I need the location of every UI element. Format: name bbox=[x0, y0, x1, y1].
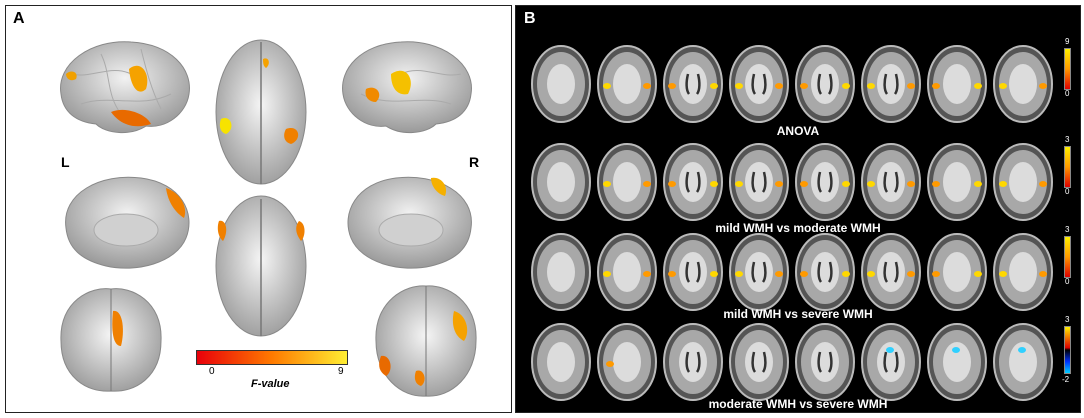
brain-lateral-right bbox=[342, 41, 472, 133]
axial-slice bbox=[531, 143, 591, 221]
axial-slice bbox=[861, 143, 921, 221]
panel-a-brain-renderings: A L R bbox=[5, 5, 512, 413]
brain-medial-left bbox=[65, 176, 190, 269]
axial-slice bbox=[597, 45, 657, 123]
axial-slice bbox=[861, 45, 921, 123]
axial-slice bbox=[927, 143, 987, 221]
brain-dorsal-view bbox=[215, 39, 307, 185]
brain-ventral-view bbox=[215, 195, 307, 337]
row1-cb-max: 9 bbox=[1065, 37, 1070, 46]
row-label-anova: ANOVA bbox=[776, 124, 820, 138]
brain-medial-right bbox=[347, 176, 472, 269]
axial-slice bbox=[927, 233, 987, 311]
panel-b-letter: B bbox=[524, 10, 536, 27]
axial-slice bbox=[597, 143, 657, 221]
row-label-mild-vs-severe: mild WMH vs severe WMH bbox=[723, 307, 873, 321]
row4-cb-max: 3 bbox=[1065, 315, 1070, 324]
axial-slice bbox=[993, 323, 1053, 401]
panel-b-axial-slices: B ANOVA mild WMH vs moderate WMH mild WM… bbox=[515, 5, 1081, 413]
axial-slice bbox=[663, 233, 723, 311]
row-label-moderate-vs-severe: moderate WMH vs severe WMH bbox=[708, 397, 888, 411]
axial-slice bbox=[861, 233, 921, 311]
axial-slice bbox=[663, 45, 723, 123]
row3-colorbar bbox=[1064, 236, 1071, 278]
row1-cb-min: 0 bbox=[1065, 89, 1070, 98]
colorbar-max-label: 9 bbox=[338, 366, 344, 377]
row-label-mild-vs-moderate: mild WMH vs moderate WMH bbox=[715, 221, 881, 235]
colorbar-min-label: 0 bbox=[209, 366, 215, 377]
axial-slice bbox=[795, 323, 855, 401]
brain-anterior-view bbox=[375, 285, 477, 397]
brain-lateral-left bbox=[60, 41, 190, 133]
axial-slice bbox=[927, 323, 987, 401]
axial-slice bbox=[729, 233, 789, 311]
row1-colorbar bbox=[1064, 48, 1071, 90]
axial-slice bbox=[795, 143, 855, 221]
brain-posterior-view bbox=[60, 288, 162, 392]
axial-slice bbox=[729, 323, 789, 401]
row4-cb-min: -2 bbox=[1062, 375, 1070, 384]
axial-slice bbox=[531, 45, 591, 123]
axial-slice bbox=[663, 143, 723, 221]
axial-slice bbox=[993, 45, 1053, 123]
right-hemisphere-label: R bbox=[469, 154, 480, 170]
row3-cb-max: 3 bbox=[1065, 225, 1070, 234]
axial-slice bbox=[795, 45, 855, 123]
axial-slice bbox=[597, 233, 657, 311]
axial-slice bbox=[861, 323, 921, 401]
axial-slice bbox=[729, 45, 789, 123]
row4-colorbar bbox=[1064, 326, 1071, 374]
colorbar-title: F-value bbox=[251, 378, 290, 390]
axial-slice bbox=[597, 323, 657, 401]
left-hemisphere-label: L bbox=[61, 154, 70, 170]
row3-cb-min: 0 bbox=[1065, 277, 1070, 286]
axial-slice bbox=[729, 143, 789, 221]
axial-slice bbox=[993, 233, 1053, 311]
axial-slice bbox=[795, 233, 855, 311]
axial-slice bbox=[993, 143, 1053, 221]
panel-a-letter: A bbox=[13, 10, 25, 27]
axial-slice bbox=[927, 45, 987, 123]
row2-cb-max: 3 bbox=[1065, 135, 1070, 144]
fvalue-colorbar bbox=[196, 350, 348, 365]
axial-slice bbox=[663, 323, 723, 401]
row2-colorbar bbox=[1064, 146, 1071, 188]
row2-cb-min: 0 bbox=[1065, 187, 1070, 196]
axial-slice bbox=[531, 323, 591, 401]
axial-slice bbox=[531, 233, 591, 311]
